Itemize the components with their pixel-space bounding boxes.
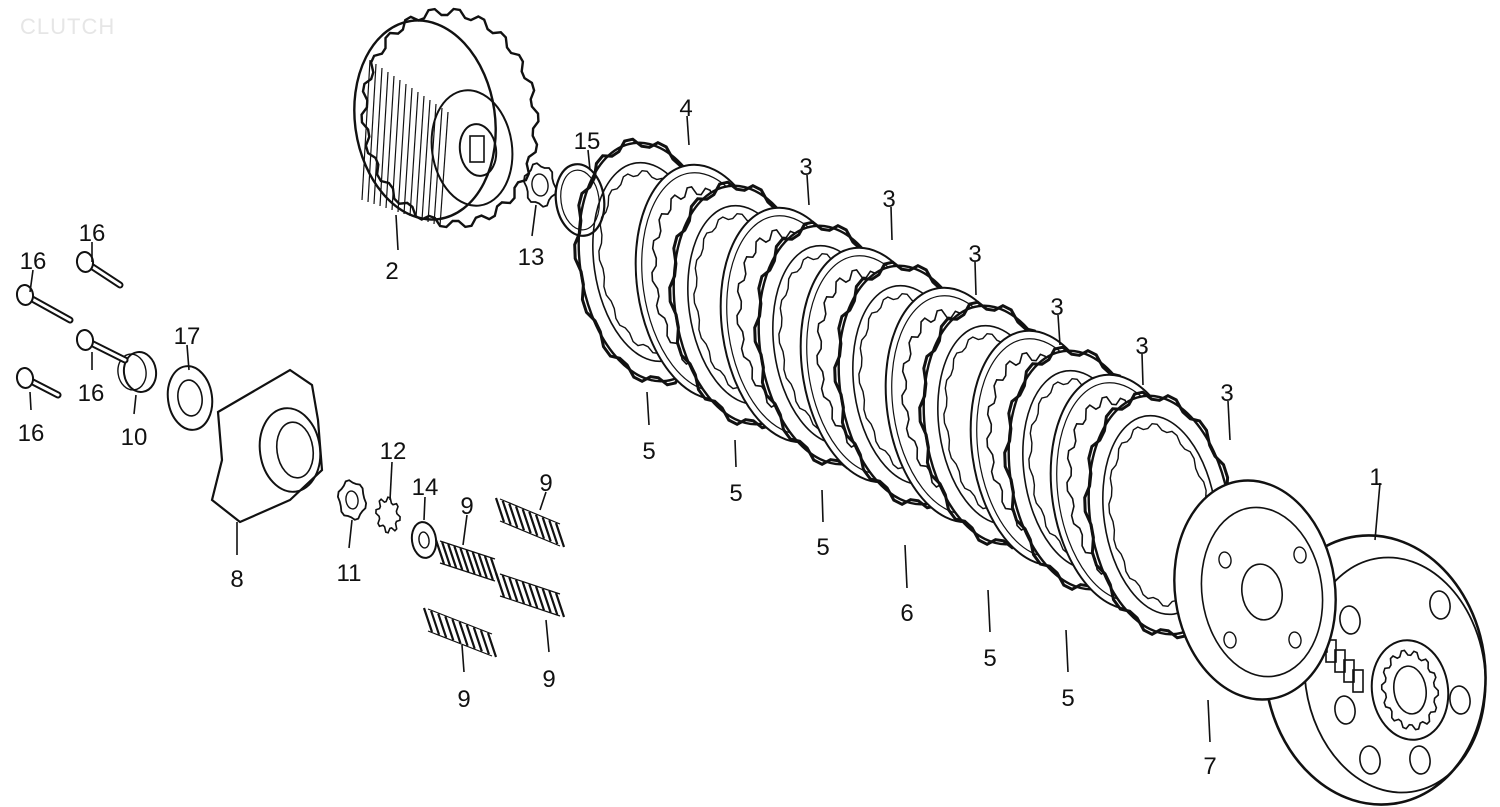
leader-line [974, 261, 977, 296]
leader-line [545, 619, 550, 653]
leader-line [1207, 699, 1211, 743]
callout-c17: 17 [174, 323, 201, 350]
snap-ring [554, 163, 606, 237]
callout-c7: 7 [1203, 753, 1216, 780]
bolt [75, 329, 129, 364]
callout-c16c: 16 [78, 380, 105, 407]
clutch-plate-stack [573, 137, 1237, 640]
leader-line [395, 214, 399, 251]
lifter-plate [210, 368, 324, 524]
leader-line [29, 391, 32, 411]
bolt [75, 251, 124, 289]
callout-c5e: 5 [1061, 685, 1074, 712]
callout-c11: 11 [337, 560, 362, 587]
leader-line [646, 391, 650, 426]
callout-c15: 15 [574, 128, 601, 155]
clutch-spring [494, 572, 566, 618]
leader-line [461, 644, 465, 673]
leader-line [462, 514, 468, 546]
clutch-spring [422, 607, 498, 658]
parts-drawing [15, 7, 1487, 806]
leader-line [987, 589, 991, 633]
leader-lines [29, 115, 1381, 743]
callout-labels: 1233333345555567899991011121314151616161… [18, 95, 1383, 780]
callout-c14: 14 [412, 474, 439, 501]
callout-c4: 4 [679, 95, 692, 122]
leader-line [1374, 482, 1381, 541]
leader-line [539, 491, 547, 511]
clutch-center-gear [353, 7, 540, 229]
leader-line [423, 496, 426, 521]
leader-line [133, 394, 137, 415]
callout-c3f: 3 [1220, 380, 1233, 407]
bolt [15, 367, 62, 399]
leader-line [587, 149, 591, 171]
callout-c8: 8 [230, 566, 243, 593]
leader-line [389, 461, 393, 501]
callout-c5a: 5 [642, 438, 655, 465]
leader-line [1141, 353, 1144, 386]
callout-c10: 10 [121, 424, 148, 451]
callout-c5b: 5 [729, 480, 742, 507]
callout-c9b: 9 [460, 493, 473, 520]
toothed-washer [375, 496, 401, 534]
callout-c3c: 3 [968, 241, 981, 268]
callout-c16d: 16 [18, 420, 45, 447]
callout-c3e: 3 [1135, 333, 1148, 360]
clutch-spring [494, 497, 566, 548]
pressure-plate [1173, 479, 1337, 701]
callout-c12: 12 [380, 438, 407, 465]
callout-c9a: 9 [539, 470, 552, 497]
leader-line [29, 269, 34, 293]
leader-line [1057, 314, 1061, 346]
leader-line [821, 489, 824, 523]
leader-line [904, 544, 908, 589]
leader-line [890, 206, 893, 241]
leader-line [186, 344, 190, 371]
callout-c9c: 9 [542, 666, 555, 693]
lock-nut [336, 479, 368, 521]
callout-c5d: 5 [983, 645, 996, 672]
bolt [15, 284, 74, 324]
callout-c1: 1 [1369, 464, 1382, 491]
callout-c3a: 3 [799, 154, 812, 181]
lock-washer [522, 162, 558, 208]
watermark-label: CLUTCH [20, 14, 116, 39]
collar [117, 351, 158, 393]
leader-line [348, 519, 353, 549]
leader-line [1227, 400, 1231, 441]
callout-c16b: 16 [79, 220, 106, 247]
callout-c5c: 5 [816, 534, 829, 561]
callout-c9d: 9 [457, 686, 470, 713]
callout-c6: 6 [900, 600, 913, 627]
callout-c16a: 16 [20, 248, 47, 275]
leader-line [531, 204, 537, 237]
bearing [166, 365, 214, 431]
callout-c3b: 3 [882, 186, 895, 213]
leader-line [734, 439, 737, 468]
plain-washer [410, 521, 438, 559]
leader-line [686, 115, 690, 146]
callout-c3d: 3 [1050, 294, 1063, 321]
callout-c2: 2 [385, 258, 398, 285]
leader-line [806, 174, 810, 206]
callout-c13: 13 [518, 244, 545, 271]
leader-line [1065, 629, 1069, 673]
clutch-spring [434, 539, 501, 583]
